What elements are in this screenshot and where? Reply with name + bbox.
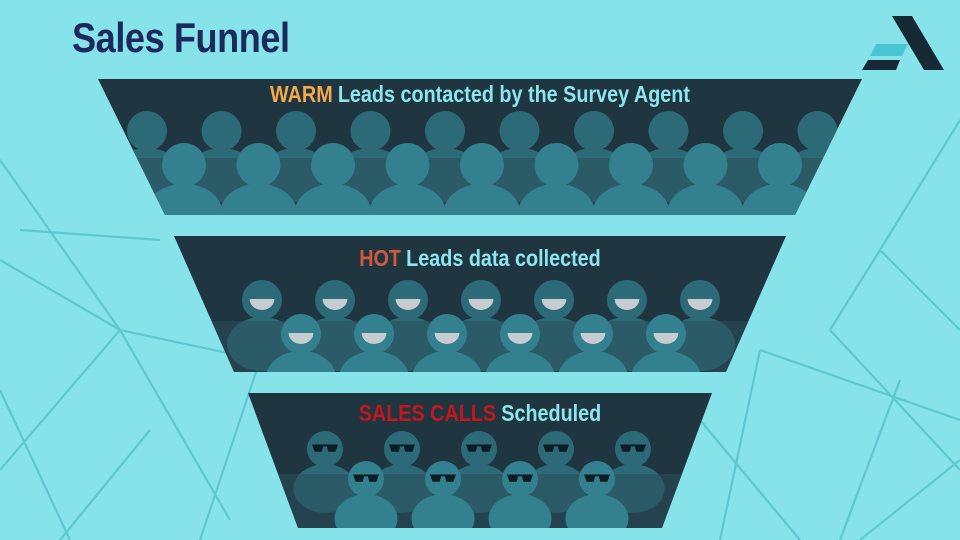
person-icon xyxy=(565,461,629,528)
funnel-hot-highlight: HOT xyxy=(359,245,402,271)
network-line xyxy=(879,249,960,331)
logo-stroke-light xyxy=(870,44,908,56)
person-icon xyxy=(145,143,223,215)
network-line xyxy=(759,348,960,422)
logo-base-dark xyxy=(862,60,900,70)
network-line xyxy=(59,429,151,540)
funnel-hot-crowd xyxy=(174,280,786,372)
network-line xyxy=(718,349,762,540)
person-icon xyxy=(518,143,595,215)
network-line xyxy=(0,159,121,331)
network-line xyxy=(19,228,161,242)
funnel-warm-highlight: WARM xyxy=(270,81,333,107)
brand-logo-icon xyxy=(862,16,944,70)
person-icon xyxy=(412,314,482,372)
person-icon xyxy=(592,143,670,215)
funnel-hot-text: Leads data collected xyxy=(406,245,601,271)
network-line xyxy=(0,389,71,540)
person-icon xyxy=(411,461,475,528)
person-icon xyxy=(741,143,819,215)
funnel-sales-text: Scheduled xyxy=(501,400,602,426)
network-line xyxy=(879,119,960,251)
network-line xyxy=(829,249,881,331)
person-icon xyxy=(443,143,521,215)
person-icon xyxy=(631,314,701,372)
person-icon xyxy=(558,314,628,372)
person-icon xyxy=(488,461,552,528)
network-line xyxy=(198,359,262,540)
network-line xyxy=(699,419,801,540)
person-icon xyxy=(220,143,297,215)
person-icon xyxy=(339,314,409,372)
funnel-warm-crowd xyxy=(98,111,862,215)
logo-stroke-dark xyxy=(892,16,944,70)
person-icon xyxy=(266,314,336,372)
page-title: Sales Funnel xyxy=(72,14,290,61)
network-line xyxy=(838,379,902,540)
crowd-band xyxy=(248,474,712,528)
funnel-warm-text: Leads contacted by the Survey Agent xyxy=(337,81,690,107)
network-line xyxy=(119,329,231,521)
person-icon xyxy=(667,143,744,215)
funnel-sales-crowd xyxy=(248,431,712,528)
network-line xyxy=(0,329,121,471)
funnel-sales-highlight: SALES CALLS xyxy=(358,400,497,426)
person-icon xyxy=(334,461,398,528)
network-line xyxy=(859,459,960,540)
person-icon xyxy=(485,314,555,372)
person-icon xyxy=(369,143,446,215)
person-icon xyxy=(294,143,372,215)
network-line xyxy=(829,329,960,471)
network-line xyxy=(0,259,121,331)
